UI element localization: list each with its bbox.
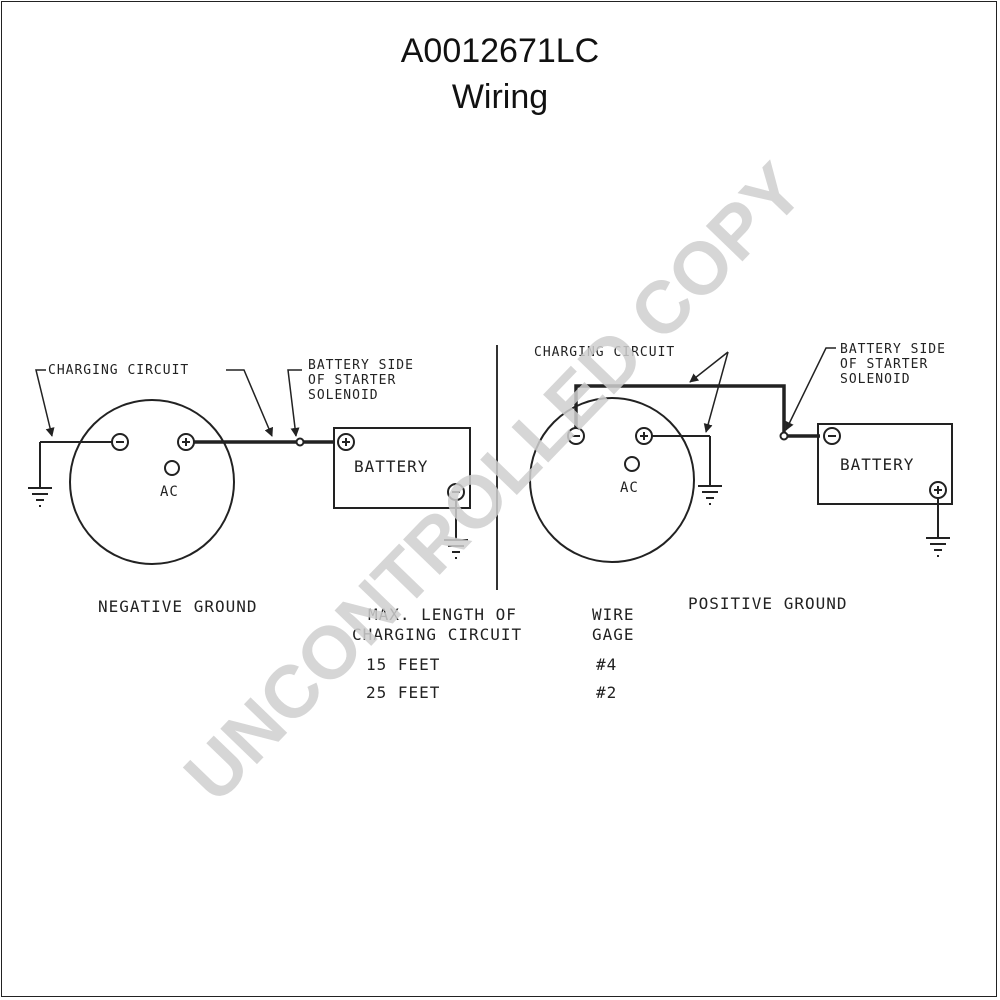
neg-battery-side-line3: SOLENOID [308, 388, 379, 403]
ac-terminal-left [164, 460, 180, 476]
positive-ground-diagram [529, 347, 953, 563]
positive-ground-labels: CHARGING CIRCUIT BATTERY SIDE OF STARTER… [534, 342, 946, 613]
neg-battery-side-line2: OF STARTER [308, 373, 396, 388]
battery-neg-terminal-right [823, 427, 841, 445]
pos-battery-side-line3: SOLENOID [840, 372, 911, 387]
page-title: A0012671LC [400, 32, 600, 70]
table-row-2-gage: #2 [596, 683, 617, 702]
battery-right [817, 423, 953, 505]
alternator-left [69, 399, 235, 565]
table-col2-header-line1: WIRE [592, 605, 635, 624]
charging-wire-right [574, 384, 820, 438]
pos-battery-label: BATTERY [840, 455, 914, 474]
neg-ac-label: AC [160, 484, 179, 500]
pos-battery-side-line1: BATTERY SIDE [840, 342, 946, 357]
pos-battery-side-line2: OF STARTER [840, 357, 928, 372]
neg-ground-caption: NEGATIVE GROUND [98, 597, 258, 616]
pos-ground-caption: POSITIVE GROUND [688, 594, 848, 613]
table-row-1-length: 15 FEET [366, 655, 440, 674]
ground-symbol-right-1 [698, 485, 722, 505]
table-row-1-gage: #4 [596, 655, 617, 674]
neg-charging-circuit-label: CHARGING CIRCUIT [48, 363, 189, 378]
uncontrolled-copy-watermark: UNCONTROLLED COPY [168, 147, 819, 817]
pos-ac-label: AC [620, 480, 639, 496]
battery-left [333, 427, 471, 509]
battery-pos-terminal-left [337, 433, 355, 451]
neg-battery-side-line1: BATTERY SIDE [308, 358, 414, 373]
wire-gage-table: MAX. LENGTH OF CHARGING CIRCUIT WIRE GAG… [352, 605, 635, 702]
table-col1-header-line2: CHARGING CIRCUIT [352, 625, 522, 644]
ground-symbol-left-1 [28, 487, 52, 507]
table-row-2-length: 25 FEET [366, 683, 440, 702]
ac-terminal-right [624, 456, 640, 472]
table-col1-header-line1: MAX. LENGTH OF [368, 605, 517, 624]
negative-ground-diagram [28, 369, 471, 565]
ground-symbol-left-2 [444, 539, 468, 559]
alternator-right [529, 397, 695, 563]
pos-charging-circuit-label: CHARGING CIRCUIT [534, 345, 675, 360]
page-subtitle: Wiring [451, 78, 549, 116]
neg-battery-label: BATTERY [354, 457, 428, 476]
table-col2-header-line2: GAGE [592, 625, 635, 644]
ground-symbol-right-2 [926, 537, 950, 557]
negative-ground-labels: CHARGING CIRCUIT BATTERY SIDE OF STARTER… [48, 358, 428, 616]
